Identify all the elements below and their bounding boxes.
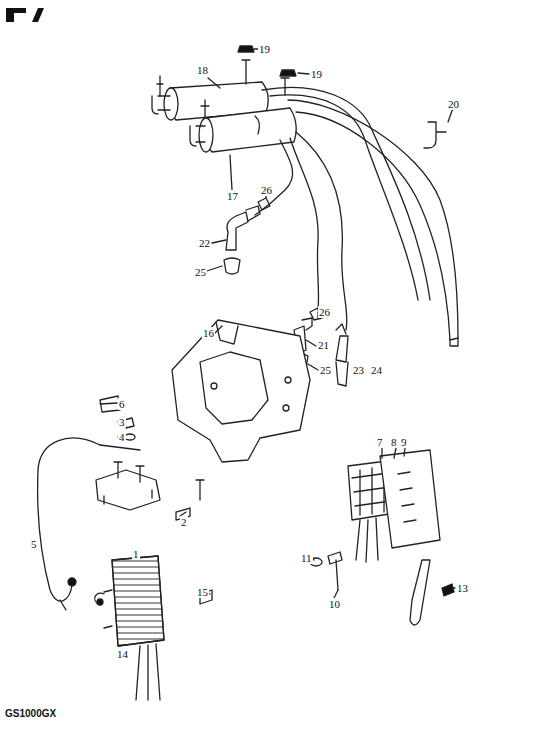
callout-number: 7 — [376, 436, 384, 448]
callout-number: 13 — [456, 582, 469, 594]
callout-number: 4 — [118, 431, 126, 443]
callout-number: 26 — [318, 306, 331, 318]
callout-number: 8 — [390, 436, 398, 448]
callout-number: 25 — [319, 364, 332, 376]
callout-number: 17 — [226, 190, 239, 202]
callout-number: 24 — [370, 364, 383, 376]
model-code: GS1000GX — [4, 708, 57, 720]
callout-number: 25 — [194, 266, 207, 278]
callout-number: 10 — [328, 598, 341, 610]
callout-number: 15 — [196, 586, 209, 598]
callout-number: 11 — [300, 552, 313, 564]
callout-number: 2 — [180, 516, 188, 528]
callout-number: 23 — [352, 364, 365, 376]
callout-number: 19 — [258, 43, 271, 55]
callout-number: 26 — [260, 184, 273, 196]
callout-number: 22 — [198, 237, 211, 249]
callout-number: 18 — [196, 64, 209, 76]
callout-number: 3 — [118, 416, 126, 428]
callout-number: 20 — [447, 98, 460, 110]
callout-number: 19 — [310, 68, 323, 80]
callout-number: 1 — [132, 548, 140, 560]
callout-number: 14 — [116, 648, 129, 660]
callout-number: 21 — [317, 339, 330, 351]
callout-number: 16 — [202, 327, 215, 339]
callout-number: 5 — [30, 538, 38, 550]
callout-number: 9 — [400, 436, 408, 448]
callout-number: 6 — [118, 398, 126, 410]
